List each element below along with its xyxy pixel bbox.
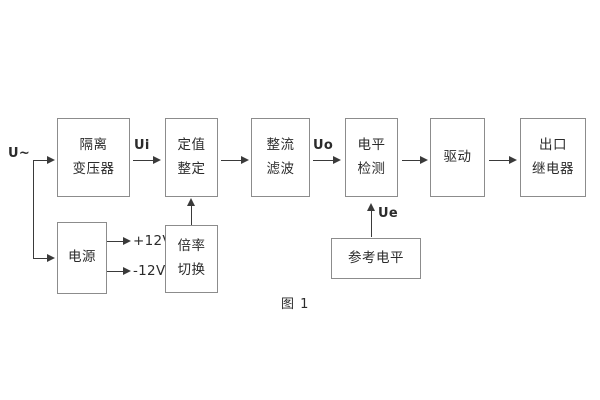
connector-reference-to-level — [371, 210, 372, 237]
signal-label-ue: Ue — [378, 206, 398, 221]
block-rectifier-filter-line-1: 整流 — [266, 136, 295, 153]
block-driver-line-1: 驱动 — [443, 148, 472, 165]
block-isolation-transformer[interactable]: 隔离 变压器 — [57, 118, 130, 197]
block-output-relay[interactable]: 出口 继电器 — [520, 118, 586, 197]
block-isolation-transformer-line-2: 变压器 — [72, 160, 115, 177]
connector-power-pos12v — [107, 241, 125, 242]
block-setting-value-line-2: 整定 — [177, 160, 206, 177]
connector-transformer-to-setting — [133, 160, 155, 161]
connector-multiplier-to-setting — [191, 205, 192, 225]
block-multiplier-switch-line-1: 倍率 — [177, 238, 206, 255]
block-rectifier-filter[interactable]: 整流 滤波 — [251, 118, 310, 197]
block-output-relay-line-2: 继电器 — [532, 160, 574, 177]
connector-rectifier-to-level — [313, 160, 335, 161]
arrow-multiplier-to-setting-icon — [186, 198, 195, 206]
figure-caption: 图 1 — [281, 297, 310, 312]
arrow-transformer-to-setting-icon — [153, 155, 161, 164]
arrow-setting-to-rectifier-icon — [241, 155, 249, 164]
arrow-power-pos12v-icon — [123, 236, 131, 245]
block-output-relay-line-1: 出口 — [539, 136, 567, 153]
connector-level-to-driver — [402, 160, 422, 161]
block-rectifier-filter-line-2: 滤波 — [266, 160, 295, 177]
connector-power-neg12v — [107, 271, 125, 272]
block-multiplier-switch[interactable]: 倍率 切换 — [165, 225, 218, 293]
block-power-supply-line-1: 电源 — [68, 249, 96, 266]
block-level-detection-line-1: 电平 — [357, 136, 386, 153]
arrow-power-neg12v-icon — [123, 266, 131, 275]
signal-label-uo: Uo — [313, 138, 334, 153]
block-setting-value[interactable]: 定值 整定 — [165, 118, 218, 197]
input-label-u: U~ — [8, 146, 31, 161]
block-isolation-transformer-line-1: 隔离 — [79, 136, 108, 153]
block-reference-level[interactable]: 参考电平 — [331, 238, 421, 279]
block-driver[interactable]: 驱动 — [430, 118, 485, 197]
voltage-label-pos12v: +12V — [133, 233, 172, 249]
arrow-driver-to-relay-icon — [509, 155, 517, 164]
block-multiplier-switch-line-2: 切换 — [177, 262, 206, 278]
connector-input-to-power — [33, 258, 49, 259]
block-power-supply[interactable]: 电源 — [57, 222, 107, 294]
voltage-label-neg12v: -12V — [133, 263, 166, 279]
arrow-rectifier-to-level-icon — [333, 155, 341, 164]
block-level-detection[interactable]: 电平 检测 — [345, 118, 398, 197]
connector-input-branch — [33, 160, 34, 259]
block-level-detection-line-2: 检测 — [357, 160, 386, 177]
connector-input-to-transformer — [33, 160, 49, 161]
arrow-reference-to-level-icon — [366, 203, 375, 211]
block-reference-level-line-1: 参考电平 — [348, 249, 404, 266]
connector-driver-to-relay — [489, 160, 511, 161]
arrow-input-to-transformer-icon — [47, 155, 55, 164]
block-setting-value-line-1: 定值 — [177, 136, 206, 153]
arrow-level-to-driver-icon — [420, 155, 428, 164]
signal-label-ui: Ui — [134, 138, 150, 153]
connector-setting-to-rectifier — [221, 160, 243, 161]
arrow-input-to-power-icon — [47, 253, 55, 262]
